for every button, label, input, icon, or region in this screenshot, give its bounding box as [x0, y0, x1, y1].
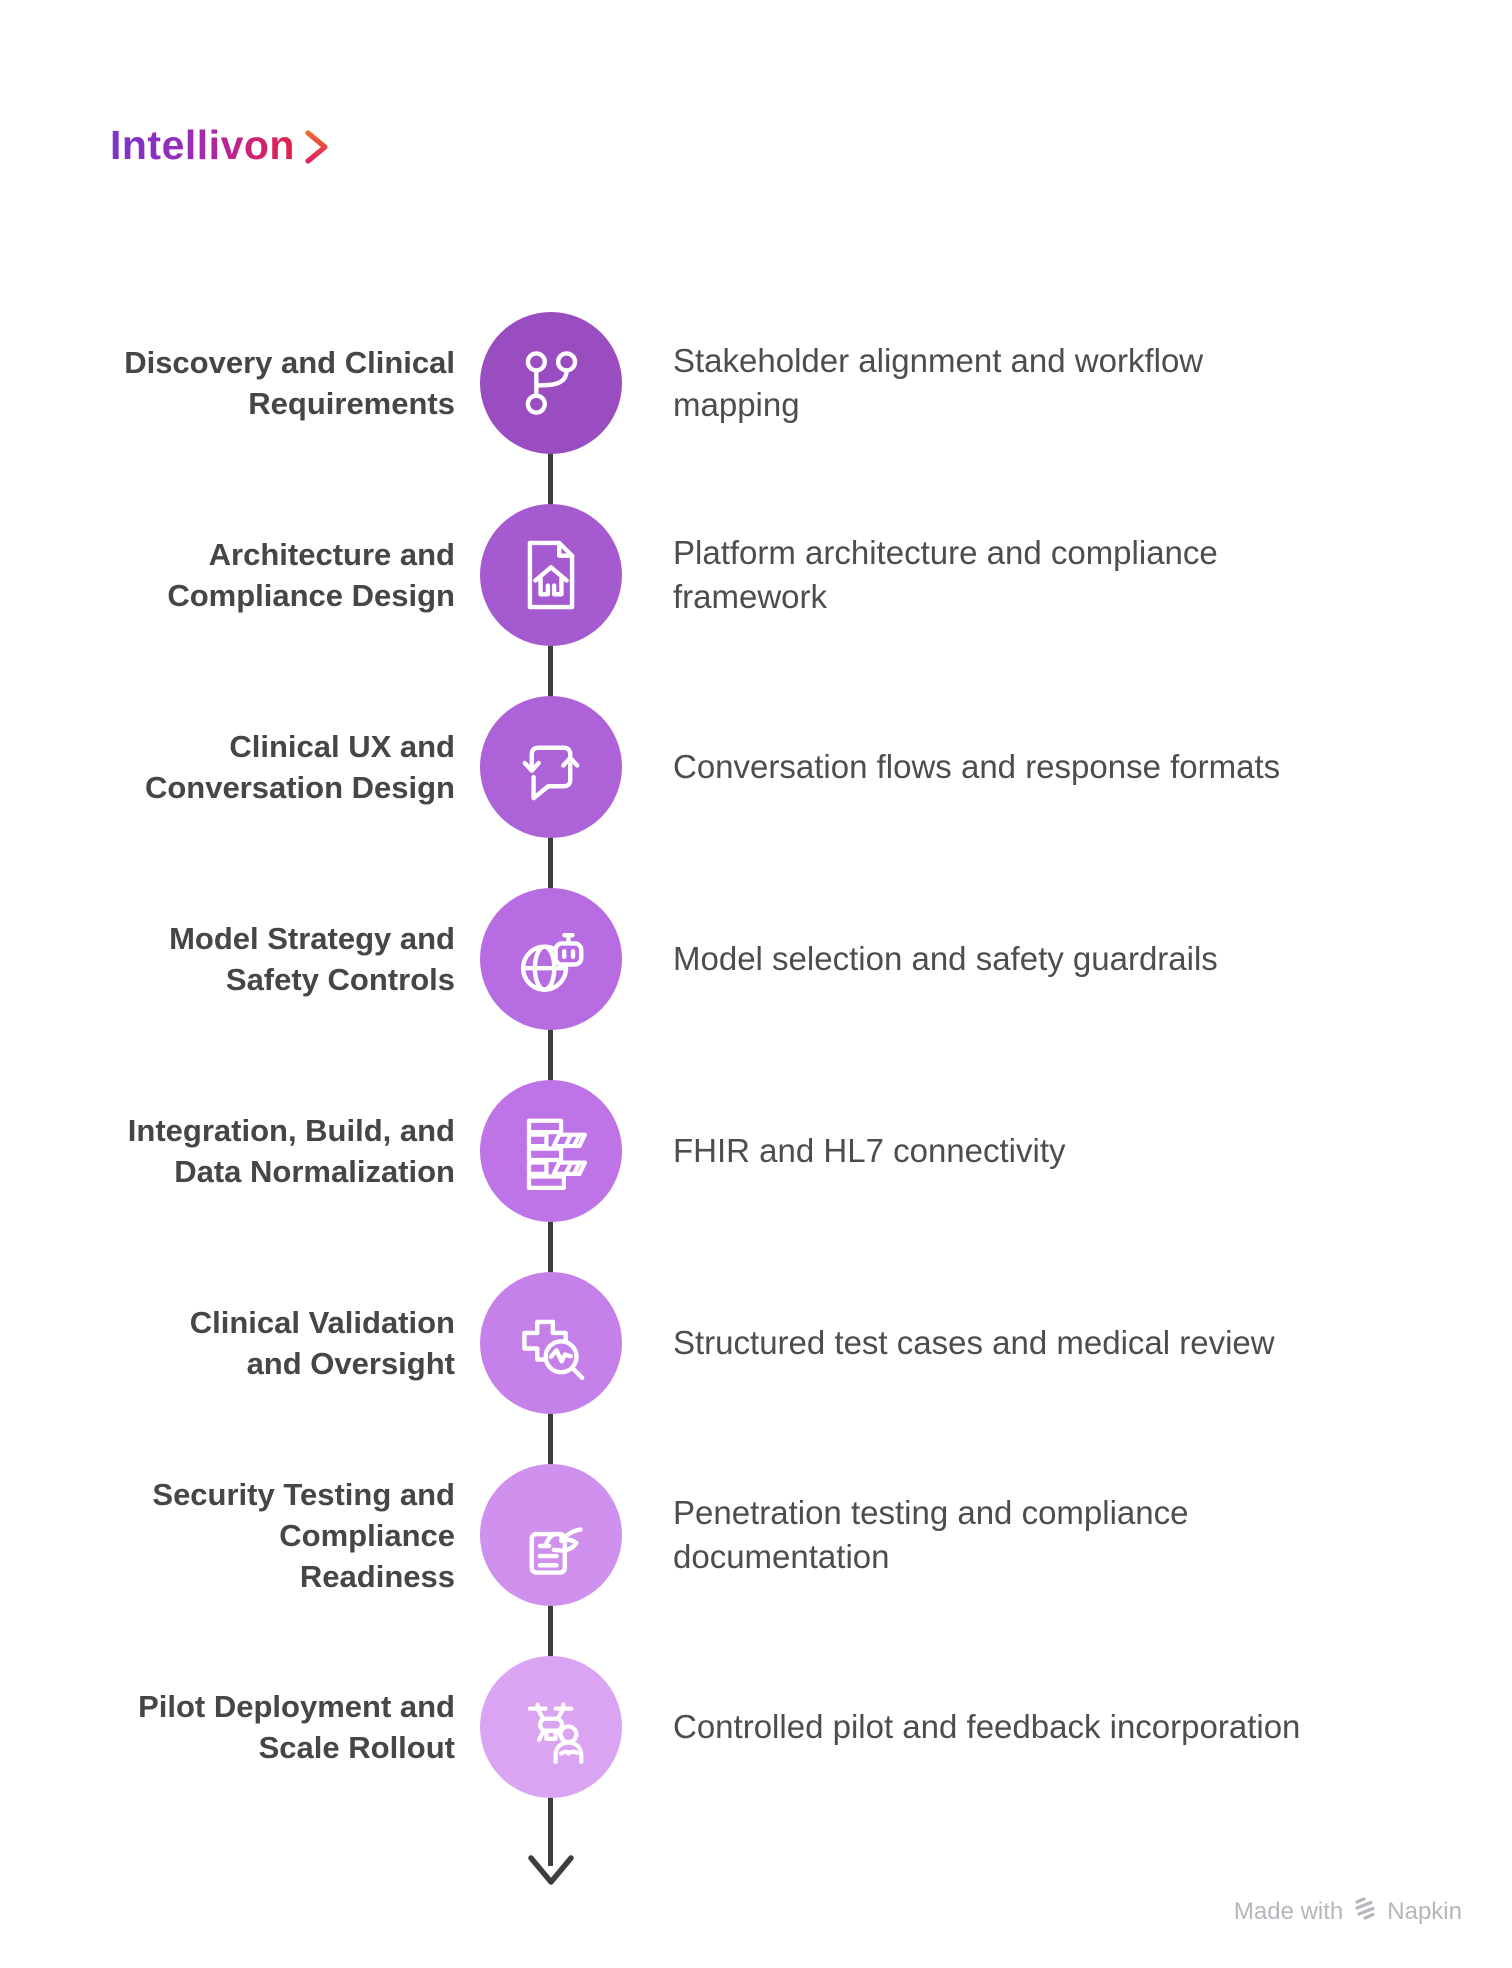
intellivon-logo: Intellivon [110, 122, 331, 169]
step-label: Clinical Validation and Oversight [189, 1305, 455, 1381]
chat-sync-icon [522, 745, 580, 801]
step-description: Structured test cases and medical review [673, 1324, 1275, 1361]
step-label: Architecture and Compliance Design [167, 537, 455, 613]
globe-robot-icon [520, 932, 584, 992]
data-blocks-icon [526, 1118, 588, 1190]
step-row-model-strategy: Model Strategy and Safety Controls [0, 863, 1512, 1055]
step-label: Model Strategy and Safety Controls [169, 921, 455, 997]
step-description: Model selection and safety guardrails [673, 940, 1218, 977]
drone-person-icon [527, 1702, 584, 1764]
step-icon-circle [480, 1464, 622, 1606]
hand-document-icon [529, 1527, 583, 1575]
step-description: Stakeholder alignment and workflow mappi… [673, 342, 1204, 423]
step-row-integration: Integration, Build, and Data Normalizati… [0, 1055, 1512, 1247]
step-label: Integration, Build, and Data Normalizati… [127, 1113, 455, 1189]
step-icon-circle [480, 888, 622, 1030]
step-icon-circle [480, 1656, 622, 1798]
step-label: Clinical UX and Conversation Design [144, 729, 455, 805]
step-icon-circle [480, 696, 622, 838]
arrow-down-icon [524, 1854, 578, 1895]
step-description: Penetration testing and compliance docum… [673, 1494, 1189, 1575]
step-description: Controlled pilot and feedback incorporat… [673, 1708, 1301, 1745]
step-row-security: Security Testing and Compliance Readines… [0, 1439, 1512, 1631]
step-icon-circle [480, 504, 622, 646]
step-label: Discovery and Clinical Requirements [124, 345, 455, 421]
medical-search-icon [522, 1319, 585, 1381]
step-icon-circle [480, 1080, 622, 1222]
step-row-clinical-ux: Clinical UX and Conversation Design Conv… [0, 671, 1512, 863]
step-row-pilot: Pilot Deployment and Scale Rollout [0, 1631, 1512, 1823]
made-with-text: Made with [1233, 1897, 1344, 1925]
step-row-discovery: Discovery and Clinical Requirements Stak… [0, 287, 1512, 479]
logo-wordmark: Intellivon [110, 122, 295, 168]
step-icon-circle [480, 312, 622, 454]
step-row-architecture: Architecture and Compliance Design Platf… [0, 479, 1512, 671]
step-icon-circle [480, 1272, 622, 1414]
git-branch-icon [525, 351, 578, 415]
step-description: FHIR and HL7 connectivity [673, 1132, 1066, 1169]
step-description: Conversation flows and response formats [673, 748, 1281, 785]
chevron-right-icon [303, 129, 331, 165]
step-description: Platform architecture and compliance fra… [673, 534, 1218, 615]
made-with-napkin: Made with Napkin [1234, 1895, 1462, 1928]
document-house-icon [527, 540, 575, 610]
step-row-validation: Clinical Validation and Oversight Struct… [0, 1247, 1512, 1439]
napkin-logo-icon [1352, 1895, 1378, 1928]
napkin-brand-text: Napkin [1387, 1897, 1462, 1925]
step-label: Security Testing and Compliance Readines… [152, 1476, 455, 1594]
step-label: Pilot Deployment and Scale Rollout [138, 1689, 455, 1765]
timeline-steps: Discovery and Clinical Requirements Stak… [0, 287, 1512, 1823]
